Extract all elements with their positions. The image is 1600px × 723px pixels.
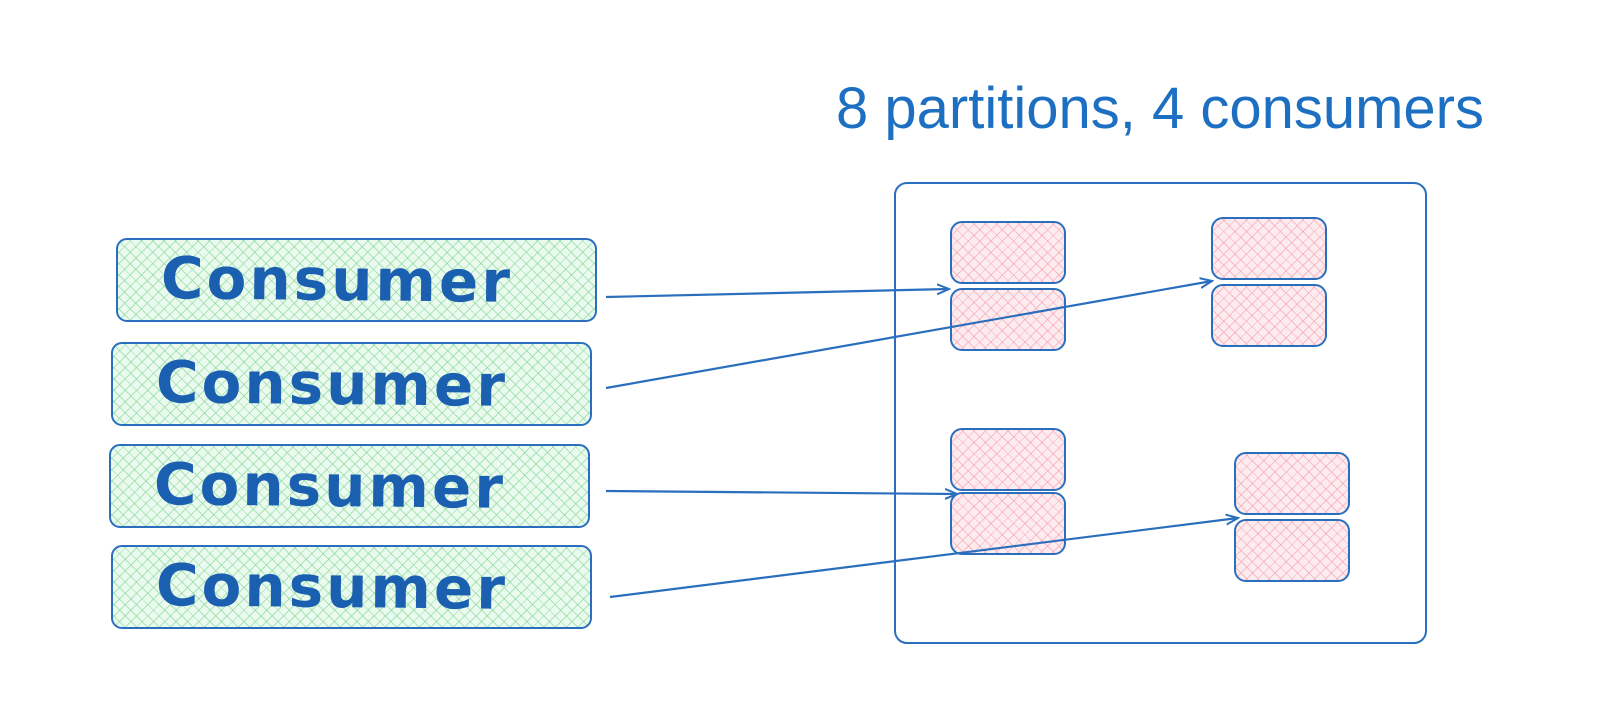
partition-2 [950,288,1066,351]
diagram-title: 8 partitions, 4 consumers [836,76,1484,141]
partition-4 [1211,284,1327,347]
partition-1 [950,221,1066,284]
consumer-box-2: Consumer [111,342,592,426]
partition-5 [950,428,1066,491]
consumer-box-3: Consumer [109,444,590,528]
arrow-consumer-4 [609,518,1238,599]
consumer-box-4: Consumer [111,545,592,629]
consumer-box-1: Consumer [116,238,597,322]
arrow-consumer-3 [605,491,957,494]
arrow-consumer-2 [605,281,1212,390]
topic-container [894,182,1427,644]
partition-8 [1234,519,1350,582]
partition-3 [1211,217,1327,280]
arrow-consumer-1 [605,289,949,299]
partition-7 [1234,452,1350,515]
